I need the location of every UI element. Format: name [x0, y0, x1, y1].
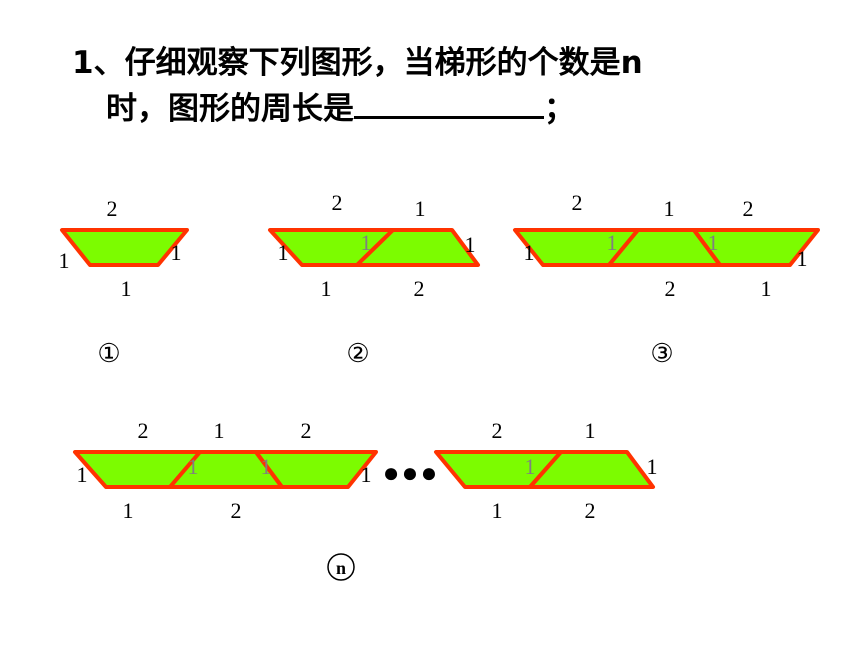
fig3-top-label-2: 1	[664, 196, 675, 221]
fig2-trapezoid-2	[355, 228, 480, 267]
fign-bottom-label-4: 1	[492, 498, 503, 523]
fig3-right-label: 1	[797, 246, 808, 271]
fig2-right-label: 1	[465, 232, 476, 257]
figure-number-n: n	[336, 558, 346, 578]
fig1-left-label: 1	[59, 248, 70, 273]
fign-inner-label-1: 1	[188, 454, 199, 479]
fign-top-label-4: 2	[492, 418, 503, 443]
figure-number-2: ②	[346, 339, 369, 368]
fign-left-label: 1	[77, 462, 88, 487]
fign-top-label-1: 2	[138, 418, 149, 443]
question-line-2: 时，图形的周长是 ；	[72, 86, 812, 132]
fign-top-label-5: 1	[585, 418, 596, 443]
answer-blank[interactable]	[354, 86, 544, 119]
fig3-trapezoid-3	[692, 228, 820, 267]
figure-number-3: ③	[650, 339, 673, 368]
ellipsis-dots: ●●●	[383, 458, 440, 489]
fign-bottom-label-3: 2	[585, 498, 596, 523]
fig3-bottom-label-1: 2	[665, 276, 676, 301]
fig3-top-label-1: 2	[572, 190, 583, 215]
figure-number-1: ①	[97, 339, 120, 368]
fig1-bottom-label: 1	[121, 276, 132, 301]
question-line-1: 1、仔细观察下列图形，当梯形的个数是n	[72, 45, 643, 81]
fign-trapezoid-5	[528, 450, 655, 489]
fig3-bottom-label-2: 1	[761, 276, 772, 301]
fig2-left-label: 1	[278, 240, 289, 265]
fig2-top-label-1: 2	[332, 190, 343, 215]
fig2-bottom-label-1: 1	[321, 276, 332, 301]
fig1-trapezoid-1	[60, 228, 189, 267]
fig2-inner-label: 1	[361, 230, 372, 255]
fign-top-label-3: 2	[301, 418, 312, 443]
fig3-left-label: 1	[524, 240, 535, 265]
fig3-inner-label-1: 1	[607, 230, 618, 255]
fig2-top-label-2: 1	[415, 196, 426, 221]
fign-bottom-label-2: 2	[231, 498, 242, 523]
fign-mid-label: 1	[361, 462, 372, 487]
fign-top-label-2: 1	[214, 418, 225, 443]
fign-trapezoid-3	[254, 450, 378, 489]
question-line-2-suffix: ；	[544, 91, 575, 127]
question-line-2-prefix: 时，图形的周长是	[106, 91, 354, 127]
fig3-top-label-3: 2	[743, 196, 754, 221]
fign-inner-label-3: 1	[525, 454, 536, 479]
fig1-right-label: 1	[171, 240, 182, 265]
fign-right-label: 1	[647, 454, 658, 479]
fig1-top-label: 2	[107, 196, 118, 221]
question-text: 1、仔细观察下列图形，当梯形的个数是n 时，图形的周长是 ；	[72, 40, 812, 132]
fig3-inner-label-2: 1	[708, 230, 719, 255]
figure-number-n-circle	[327, 553, 355, 581]
fign-bottom-label-1: 1	[123, 498, 134, 523]
fign-inner-label-2: 1	[261, 454, 272, 479]
fig2-bottom-label-2: 2	[414, 276, 425, 301]
